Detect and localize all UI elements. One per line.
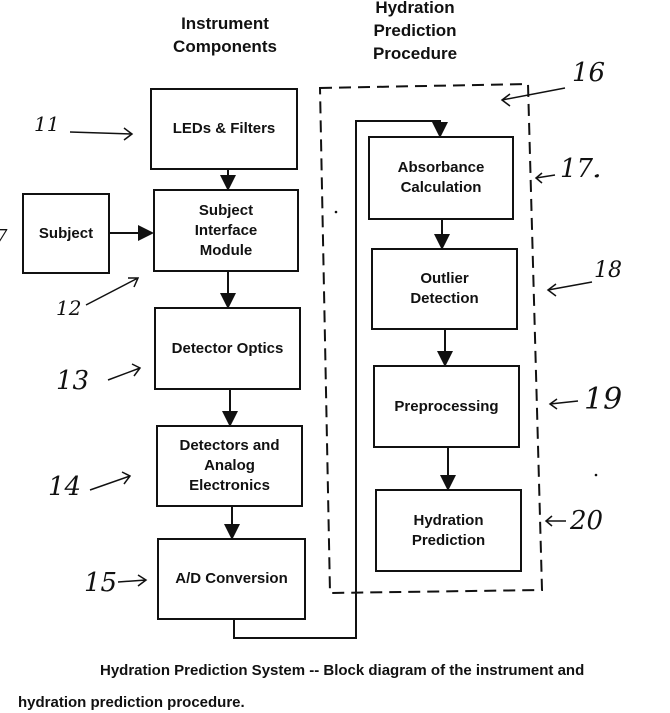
ref-number-7: 7 <box>0 226 7 247</box>
leader-14 <box>90 472 130 490</box>
leader-20 <box>546 516 566 526</box>
leds-filters-box: LEDs & Filters <box>150 88 298 170</box>
hydration-prediction-box: Hydration Prediction <box>375 489 522 572</box>
ref-number-13: 13 <box>56 366 89 396</box>
preprocessing-box: Preprocessing <box>373 365 520 448</box>
detectors-analog-electronics-box: Detectors and Analog Electronics <box>156 425 303 507</box>
caption-line-2: hydration prediction procedure. <box>18 694 245 712</box>
outlier-detection-label: Outlier Detection <box>410 269 478 309</box>
detector-optics-label: Detector Optics <box>172 339 284 359</box>
ref-number-15: 15 <box>84 568 117 598</box>
hydration-prediction-label: Hydration Prediction <box>412 511 485 551</box>
leds-filters-label: LEDs & Filters <box>173 119 276 139</box>
detectors-analog-electronics-label: Detectors and Analog Electronics <box>179 436 279 496</box>
outlier-detection-box: Outlier Detection <box>371 248 518 330</box>
preprocessing-label: Preprocessing <box>394 397 498 417</box>
ad-conversion-label: A/D Conversion <box>175 569 288 589</box>
hydration-procedure-header: Hydration Prediction Procedure <box>355 0 475 65</box>
leader-16 <box>502 88 565 106</box>
subject-label: Subject <box>39 224 93 244</box>
leader-12 <box>86 278 138 305</box>
subject-interface-module-label: Subject Interface Module <box>195 201 258 261</box>
ref-number-11: 11 <box>34 112 59 136</box>
leader-13 <box>108 364 140 380</box>
subject-interface-module-box: Subject Interface Module <box>153 189 299 272</box>
caption-line-1: Hydration Prediction System -- Block dia… <box>100 662 670 680</box>
ref-number-16: 16 <box>572 58 605 88</box>
ref-number-20: 20 <box>570 506 603 536</box>
ref-number-19: 19 <box>584 382 622 417</box>
leader-18 <box>548 282 592 296</box>
absorbance-calculation-label: Absorbance Calculation <box>398 158 485 198</box>
leader-19 <box>550 399 578 409</box>
subject-box: Subject <box>22 193 110 274</box>
leader-11 <box>70 128 132 140</box>
ref-number-12: 12 <box>56 296 81 320</box>
ref-number-18: 18 <box>594 258 622 283</box>
instrument-components-header: Instrument Components <box>150 12 300 58</box>
absorbance-calculation-box: Absorbance Calculation <box>368 136 514 220</box>
ref-number-14: 14 <box>48 472 81 502</box>
detector-optics-box: Detector Optics <box>154 307 301 390</box>
ad-conversion-box: A/D Conversion <box>157 538 306 620</box>
stray-dot <box>335 211 338 214</box>
stray-dot <box>595 474 598 477</box>
leader-17 <box>536 173 555 183</box>
ref-number-17: 17. <box>560 154 601 184</box>
leader-15 <box>118 575 146 586</box>
